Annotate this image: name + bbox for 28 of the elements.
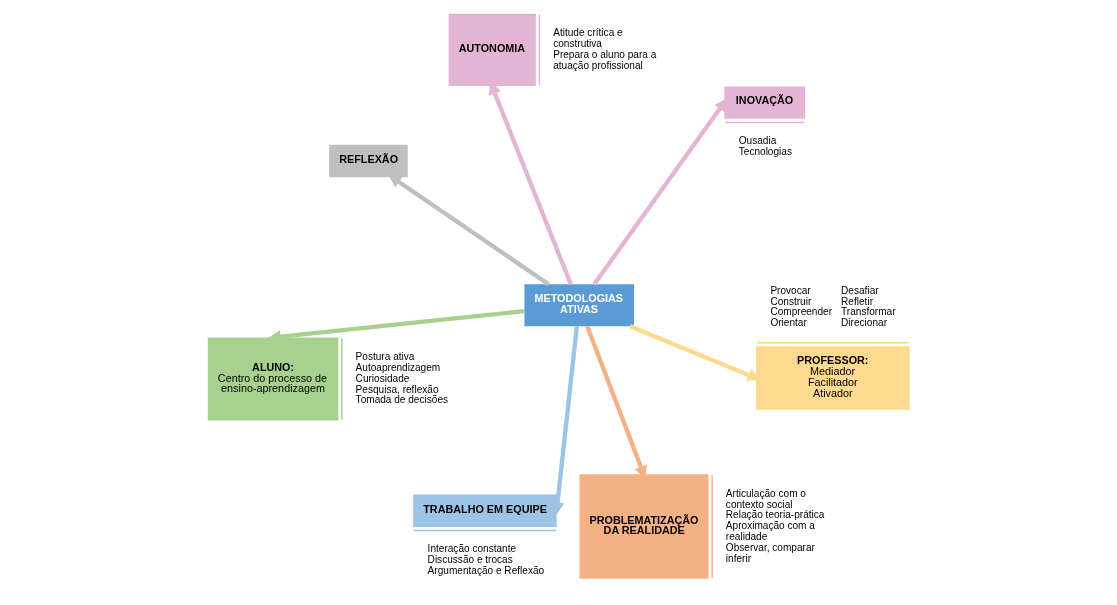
node-label: Orientar: [770, 317, 807, 329]
arrow: [592, 98, 728, 286]
node-label: Refletir: [841, 295, 874, 307]
node-label: Desafiar: [841, 284, 879, 296]
node-label: Autoaprendizagem: [355, 361, 441, 373]
node-label: Relação teoria-prática: [725, 509, 825, 521]
node-label: Direcionar: [841, 317, 888, 329]
node-label: Tecnologias: [738, 146, 792, 158]
node-label: Articulação com o contexto social: [725, 487, 806, 510]
node-label: Argumentação e Reflexão: [427, 564, 545, 576]
node-label: Compreender: [770, 306, 833, 318]
node-label: Pesquisa, reflexão: [355, 383, 439, 395]
node-label: Discussão e trocas: [427, 554, 513, 566]
node-label: Transformar: [841, 306, 896, 318]
node-label: Ousadia: [738, 135, 777, 147]
node-label: Interação constante: [427, 543, 517, 555]
node-label: Provocar: [770, 284, 811, 296]
node-label: Postura ativa: [355, 351, 415, 363]
node-label: Tomada de decisões: [355, 394, 449, 406]
node-label: Observar, comparar inferir: [725, 541, 815, 564]
node-box: METODOLOGIAS ATIVAS: [524, 284, 634, 327]
arrow: [388, 174, 550, 287]
node-box: REFLEXÃO: [329, 144, 408, 178]
node-label: Aproximação com a realidade: [725, 520, 815, 542]
node-label: Curiosidade: [355, 372, 410, 384]
node-label: Atitude crítica e construtiva: [553, 27, 623, 50]
node-label: Construir: [770, 295, 812, 307]
node-label: Prepara o aluno para a atuação profissional: [553, 48, 657, 71]
